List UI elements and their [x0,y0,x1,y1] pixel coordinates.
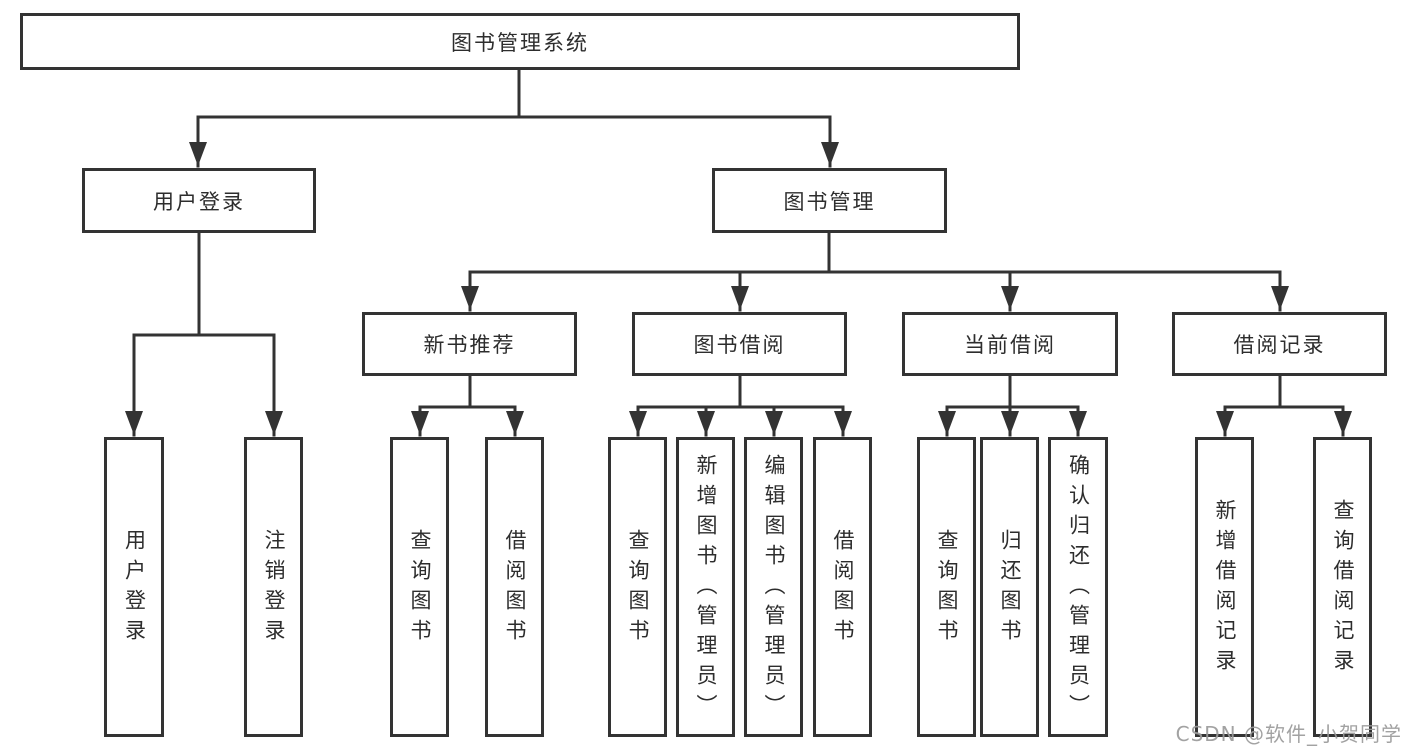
leaf-query-books-borrow: 查询图书 [608,437,667,737]
node-book-borrow: 图书借阅 [632,312,847,376]
leaf-return-books: 归还图书 [980,437,1039,737]
leaf-confirm-return-admin: 确认归还（管理员） [1048,437,1108,737]
leaf-add-borrow-record: 新增借阅记录 [1195,437,1254,737]
csdn-watermark: CSDN @软件_小贺同学 [1175,722,1402,746]
leaf-edit-books-admin: 编辑图书（管理员） [744,437,803,737]
node-book-management: 图书管理 [712,168,947,233]
node-borrow-records: 借阅记录 [1172,312,1387,376]
node-system-root: 图书管理系统 [20,13,1020,70]
node-current-borrow: 当前借阅 [902,312,1118,376]
leaf-query-borrow-record: 查询借阅记录 [1313,437,1372,737]
leaf-user-login: 用户登录 [104,437,164,737]
node-new-book-recommend: 新书推荐 [362,312,577,376]
leaf-query-books-current: 查询图书 [917,437,976,737]
leaf-logout: 注销登录 [244,437,303,737]
leaf-borrow-books: 借阅图书 [813,437,872,737]
leaf-borrow-books-recommend: 借阅图书 [485,437,544,737]
leaf-add-books-admin: 新增图书（管理员） [676,437,735,737]
node-user-login: 用户登录 [82,168,316,233]
leaf-query-books-recommend: 查询图书 [390,437,449,737]
